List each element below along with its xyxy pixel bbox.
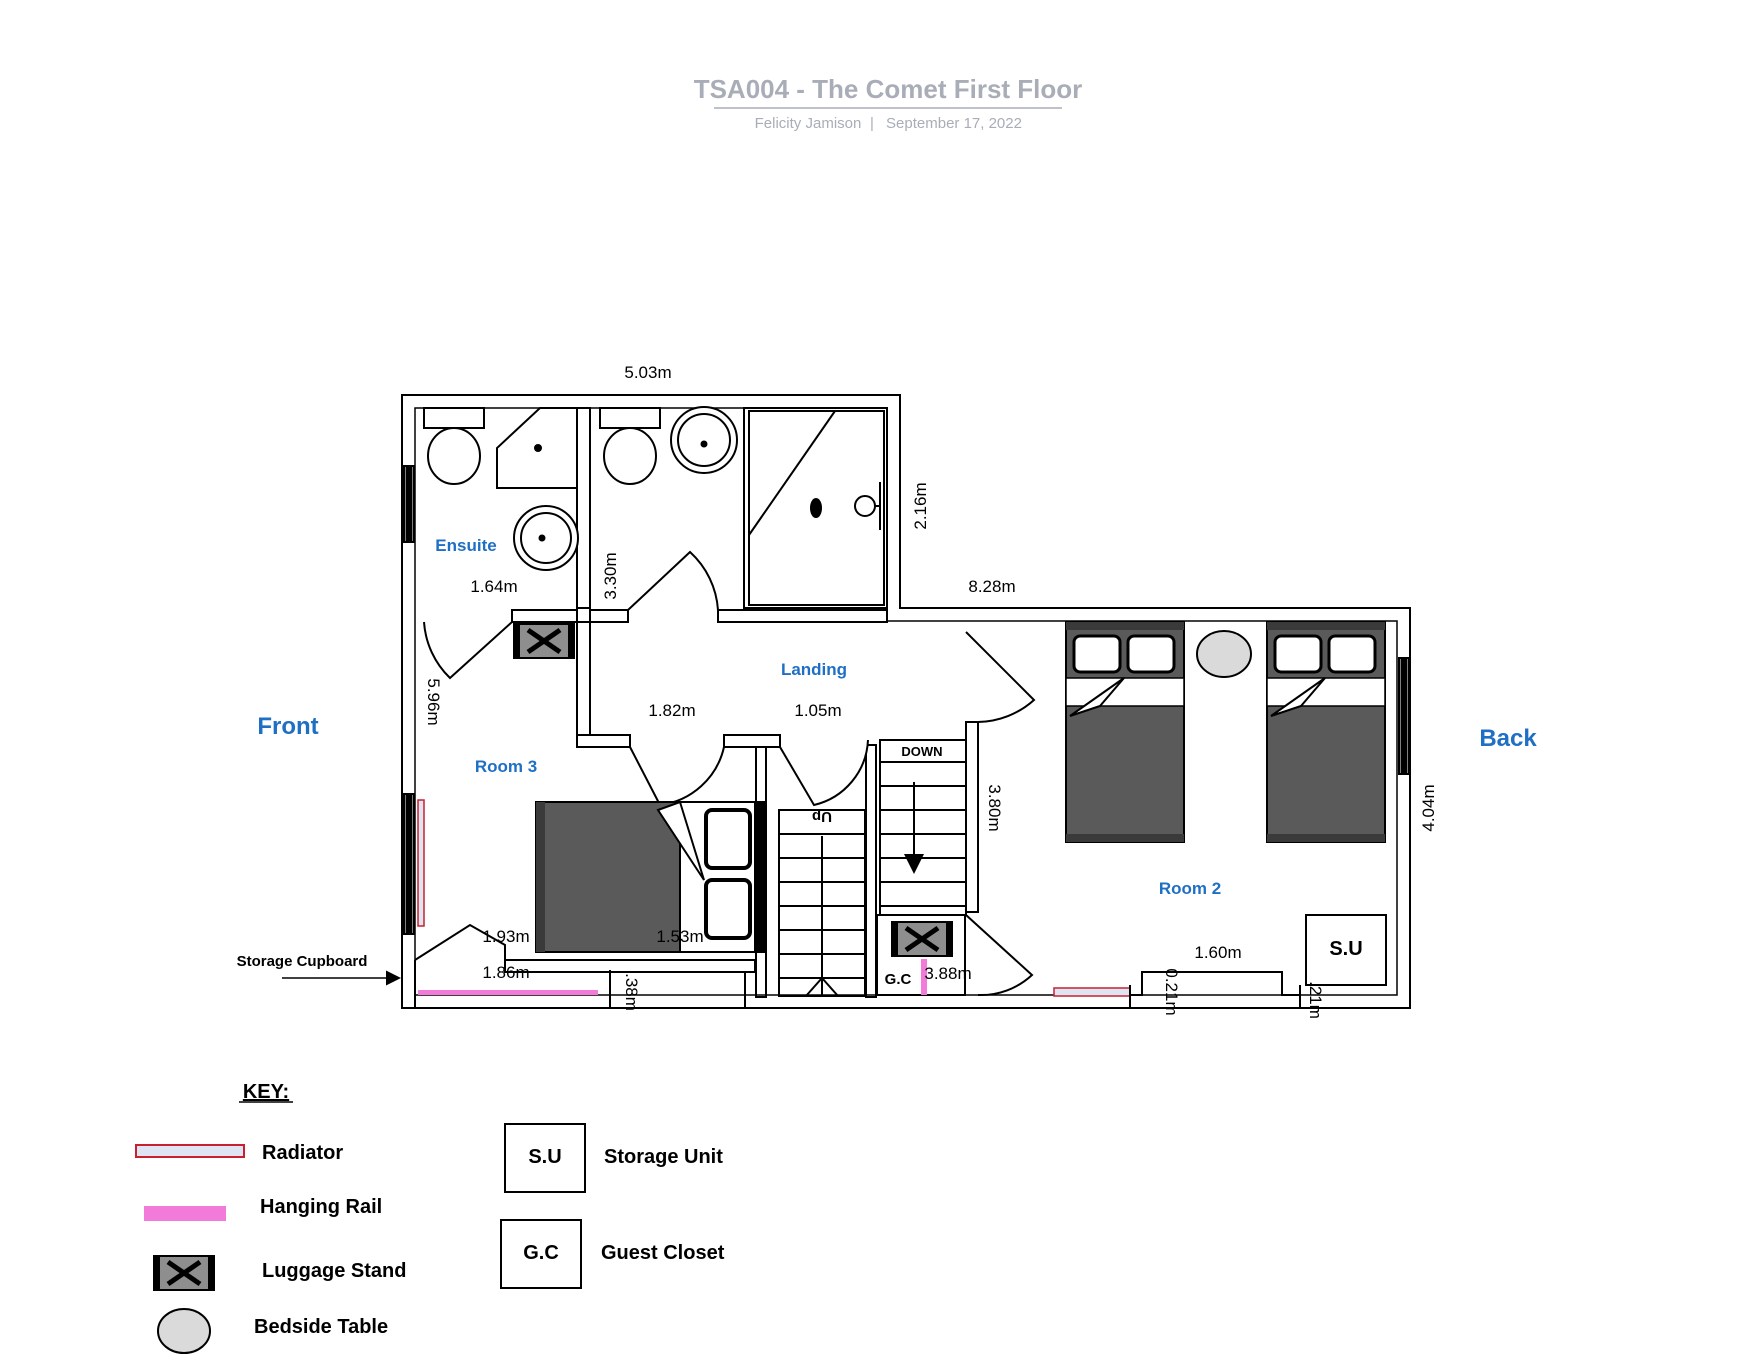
legend-bedside-table-icon bbox=[157, 1308, 211, 1354]
legend-radiator-swatch bbox=[135, 1144, 245, 1158]
hanging-rail-cupboard bbox=[418, 990, 598, 995]
dim-top-width: 5.03m bbox=[624, 363, 671, 382]
dim-landing-left: 1.82m bbox=[648, 701, 695, 720]
luggage-stand-icon bbox=[513, 623, 575, 659]
legend-bedside-table-label: Bedside Table bbox=[254, 1316, 388, 1338]
dim-landing-right: 1.05m bbox=[794, 701, 841, 720]
dim-room2-height: 4.04m bbox=[1419, 784, 1438, 831]
door-room2-icon bbox=[965, 631, 1036, 723]
dim-right-width: 8.28m bbox=[968, 577, 1015, 596]
side-label-back: Back bbox=[1479, 725, 1537, 752]
toilet-cistern-icon bbox=[423, 407, 485, 429]
legend-heading: KEY: bbox=[243, 1081, 289, 1103]
dim-ensuite-width: 1.64m bbox=[470, 577, 517, 596]
legend-guest-closet-label: Guest Closet bbox=[601, 1242, 725, 1264]
legend-guest-closet-symbol: G.C bbox=[523, 1242, 559, 1264]
legend-luggage-stand-label: Luggage Stand bbox=[262, 1260, 406, 1282]
duvet-fold-icon bbox=[656, 800, 705, 881]
door-closet-icon bbox=[965, 914, 1034, 997]
legend-guest-closet-box bbox=[500, 1219, 582, 1289]
room2-beds bbox=[1065, 621, 1386, 843]
author: Felicity Jamison bbox=[755, 115, 862, 132]
legend-storage-unit-box bbox=[504, 1123, 586, 1193]
side-label-front: Front bbox=[257, 713, 318, 740]
dim-room2-bottom: 1.60m bbox=[1194, 943, 1241, 962]
header: TSA004 - The Comet First Floor Felicity … bbox=[694, 74, 1083, 132]
room3-bed bbox=[535, 800, 765, 953]
dim-cupboard-width: 1.86m bbox=[482, 963, 529, 982]
door-ensuite-icon bbox=[423, 621, 513, 680]
stairs bbox=[778, 739, 967, 997]
room-label-room3: Room 3 bbox=[475, 757, 537, 776]
bed-right-icon bbox=[1266, 621, 1386, 843]
dim-bed3-a: 1.93m bbox=[482, 927, 529, 946]
room-label-landing: Landing bbox=[781, 660, 847, 679]
storage-unit-label: S.U bbox=[1329, 938, 1362, 960]
dim-bathroom-height: 2.16m bbox=[911, 482, 930, 529]
legend-hanging-rail-swatch bbox=[144, 1206, 226, 1221]
windows bbox=[403, 465, 1410, 935]
legend-radiator-label: Radiator bbox=[262, 1142, 343, 1164]
storage-items: S.U G.C bbox=[876, 914, 1387, 996]
toilet-icon-2 bbox=[603, 427, 657, 485]
door-cupboard-icon bbox=[414, 923, 506, 961]
page-title: TSA004 - The Comet First Floor bbox=[694, 74, 1083, 104]
bed-left-icon bbox=[1065, 621, 1185, 843]
pillow-icon-2 bbox=[704, 878, 752, 940]
dim-bed3-b: 1.53m bbox=[656, 927, 703, 946]
toilet-cistern-icon-2 bbox=[599, 407, 661, 429]
bathroom-fixtures bbox=[599, 406, 888, 609]
dim-ensuite-height: 3.30m bbox=[601, 552, 620, 599]
door-upstairs-icon bbox=[779, 739, 869, 807]
radiator-room3 bbox=[417, 799, 425, 927]
dim-stair-height: 3.80m bbox=[985, 784, 1004, 831]
pillow-icon bbox=[704, 808, 752, 870]
legend-luggage-stand-icon bbox=[153, 1255, 215, 1291]
other-labels: Storage Cupboard DOWN Up bbox=[237, 744, 943, 986]
dim-recess-b: .21m bbox=[1306, 981, 1325, 1019]
dim-recess-a: 0.21m bbox=[1162, 968, 1181, 1015]
storage-cupboard-label: Storage Cupboard bbox=[237, 953, 368, 970]
room-label-ensuite: Ensuite bbox=[435, 536, 496, 555]
hanging-rail-closet bbox=[921, 959, 927, 995]
dim-cupboard-depth: .38m bbox=[622, 973, 641, 1011]
date: September 17, 2022 bbox=[886, 115, 1022, 132]
stairs-up-label: Up bbox=[812, 808, 832, 825]
legend-hanging-rail-label: Hanging Rail bbox=[260, 1196, 382, 1218]
storage-unit-box bbox=[1305, 914, 1387, 986]
luggage-stands bbox=[513, 623, 953, 957]
bottom-wall-steps bbox=[1129, 971, 1301, 1008]
bedside-table-icon bbox=[1196, 630, 1252, 678]
ensuite-fixtures bbox=[423, 407, 579, 571]
door-room3-icon bbox=[629, 746, 725, 807]
subtitle-separator: | bbox=[870, 115, 874, 132]
guest-closet-label: G.C bbox=[885, 971, 912, 988]
shower-drain-icon bbox=[810, 498, 822, 518]
stairs-down-label: DOWN bbox=[901, 744, 942, 759]
dimension-labels: 5.03m 2.16m 8.28m 1.64m 3.30m 5.96m 1.82… bbox=[424, 363, 1438, 1019]
interior-walls bbox=[414, 407, 979, 1008]
luggage-stand-icon-2 bbox=[891, 921, 953, 957]
legend: KEY: Radiator Hanging Rail Luggage Stand… bbox=[135, 1081, 725, 1354]
legend-storage-unit-symbol: S.U bbox=[528, 1146, 561, 1168]
dim-room3-height: 5.96m bbox=[424, 678, 443, 725]
toilet-icon bbox=[427, 427, 481, 485]
legend-storage-unit-label: Storage Unit bbox=[604, 1146, 723, 1168]
room-labels: Ensuite Landing Room 3 Room 2 Front Back bbox=[257, 536, 1537, 898]
dim-closet-width: 3.88m bbox=[924, 964, 971, 983]
room-label-room2: Room 2 bbox=[1159, 879, 1221, 898]
radiator-room2 bbox=[1053, 987, 1131, 997]
doors bbox=[414, 550, 1036, 997]
door-bathroom-icon bbox=[627, 550, 719, 611]
